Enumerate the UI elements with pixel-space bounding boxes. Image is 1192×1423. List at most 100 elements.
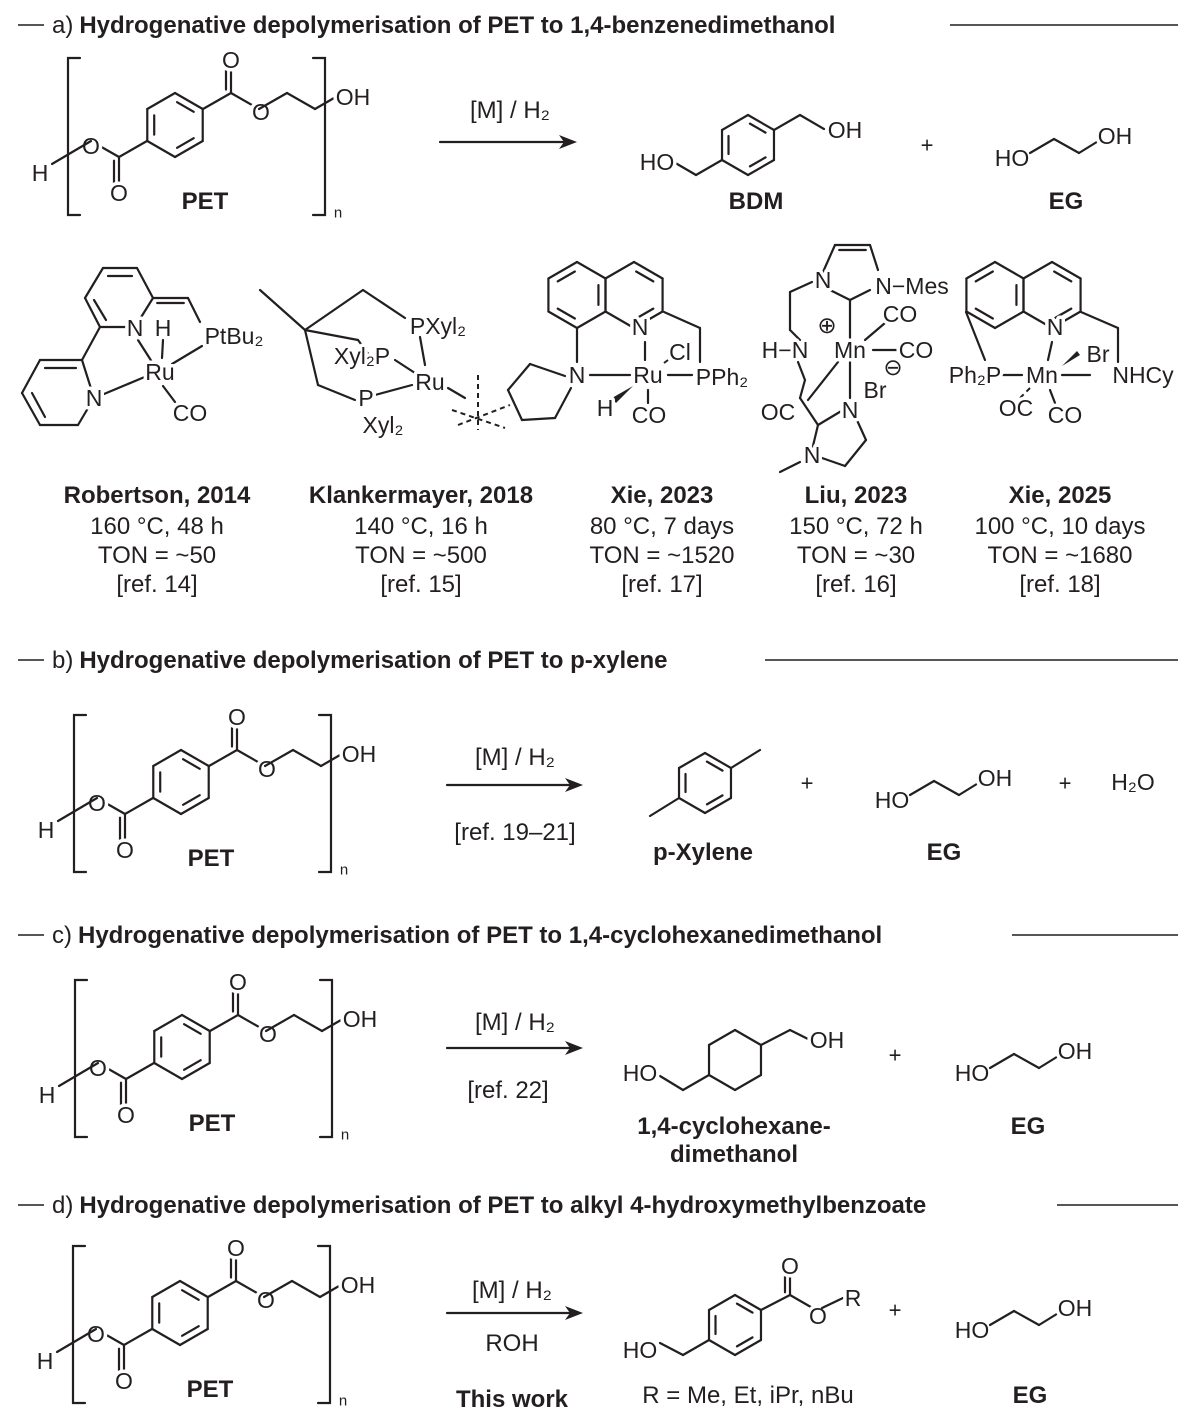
atom-label: H [37,1348,54,1374]
bond [160,338,165,360]
repeat-unit-n: n [341,1127,349,1144]
bond [528,362,567,378]
arrow-label-top: [M] / H₂ [470,97,550,124]
bond [89,139,121,159]
wedge-bond [1062,351,1080,366]
arrow-head [559,135,577,149]
bond [181,758,201,770]
bond [788,1028,812,1042]
bond [95,796,127,816]
atom-label: HO [955,1317,990,1343]
atom-label: CO [1048,402,1083,428]
bond [1028,137,1056,155]
arrow-label-top: [M] / H₂ [472,1277,552,1304]
plus-sign: + [1059,771,1072,796]
bond [153,1013,184,1033]
atom-label: O [110,180,128,206]
bond [179,748,210,768]
bond [173,139,204,159]
catalyst-ton: TON = ~1520 [590,542,735,569]
bond [821,243,837,274]
bond [703,796,733,815]
atom-label: P [358,385,373,411]
bond [843,438,868,468]
catalyst-name: Xie, 2025 [1009,482,1112,509]
bond [658,1341,685,1357]
atom-label: Ru [145,359,174,385]
bond [83,296,102,329]
bond [206,1279,238,1299]
pet-label: PET [182,188,229,215]
bond [30,391,47,419]
left-bracket [72,713,88,874]
atom-label: HO [875,787,910,813]
catalyst-ton: TON = ~500 [355,542,487,569]
bond [124,1061,156,1081]
bond [182,1023,202,1035]
bond [1053,270,1073,283]
bond [373,383,414,397]
atom-label: O [227,1235,245,1261]
reaction-arrow-b: [M] / H₂[ref. 19–21] [445,744,583,846]
bond [694,158,724,177]
bond [235,748,267,768]
bond [146,91,177,111]
bond [457,404,511,426]
atom-label: O [87,1321,105,1347]
bond [681,1073,711,1092]
bond [506,388,524,422]
atom-label: OC [999,395,1034,421]
product-label-line1: 1,4-cyclohexane- [637,1113,830,1140]
bond [632,310,664,330]
bond [180,1013,211,1033]
catalyst-ref: [ref. 15] [380,571,461,598]
repeat-unit-n: n [339,1393,347,1410]
bond [361,288,407,320]
bond [303,288,365,332]
catalyst-ton: TON = ~30 [797,542,915,569]
bond [575,260,607,280]
catalyst-name: Xie, 2023 [611,482,714,509]
atom-label: Ru [415,369,444,395]
section-header-d: d)Hydrogenative depolymerisation of PET … [18,1192,1178,1219]
right-bracket [317,713,333,874]
bond [820,456,847,468]
catalyst-conditions: 100 °C, 10 days [974,513,1145,540]
section-title: d)Hydrogenative depolymerisation of PET … [52,1192,926,1219]
bond [393,358,417,375]
bond [146,139,177,159]
bond [556,307,576,320]
atom-label: O [258,756,276,782]
atom-label: HO [623,1337,658,1363]
bond [80,358,96,400]
plus-sign: + [889,1298,902,1323]
bond [102,374,149,396]
bond [520,416,557,422]
atom-label: NHCy [1112,362,1174,388]
atom-label: N−Mes [875,273,949,299]
bond [648,796,681,818]
bond [1019,387,1031,399]
bond [50,139,93,166]
left-bracket [73,978,89,1139]
atom-label: H−N [762,337,809,363]
bond [136,338,154,364]
bond [1050,310,1082,330]
bond [262,1279,294,1299]
section-letter: a) [52,12,73,39]
bond [670,159,698,177]
bond [285,91,317,111]
atom-label: Xyl₂P [334,343,390,369]
section-header-c: c)Hydrogenative depolymerisation of PET … [18,922,1178,949]
repeat-unit-n: n [340,862,348,879]
bond [135,266,155,300]
bond [180,1061,211,1081]
bond [854,416,868,442]
arrow-head [565,1306,583,1320]
catalyst-ton: TON = ~1680 [988,542,1133,569]
bond [556,270,576,283]
product-label-line2: dimethanol [670,1141,798,1168]
